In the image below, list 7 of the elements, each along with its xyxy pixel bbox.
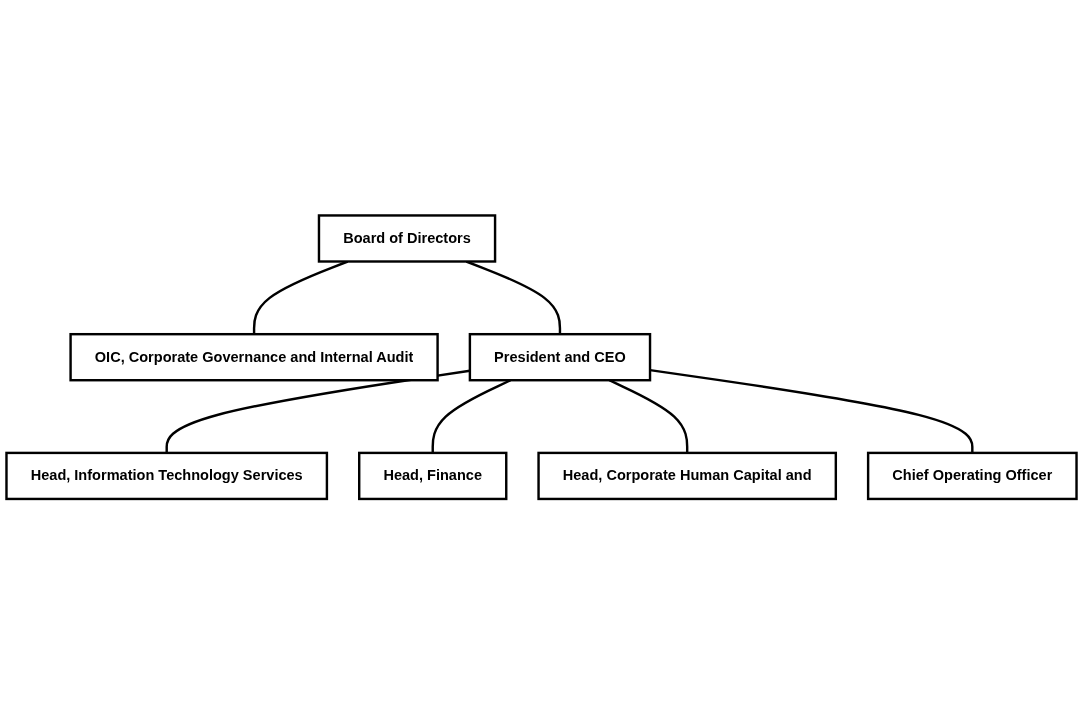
node-box: OIC, Corporate Governance and Internal Audit: [69, 333, 439, 382]
node-box: President and CEO: [468, 333, 652, 382]
node-box: Board of Directors: [317, 214, 497, 263]
node-box: Head, Information Technology Services: [5, 452, 329, 501]
node-box: Chief Operating Officer: [866, 452, 1078, 501]
node-box: Head, Corporate Human Capital and: [537, 452, 838, 501]
node-box: Head, Finance: [358, 452, 508, 501]
